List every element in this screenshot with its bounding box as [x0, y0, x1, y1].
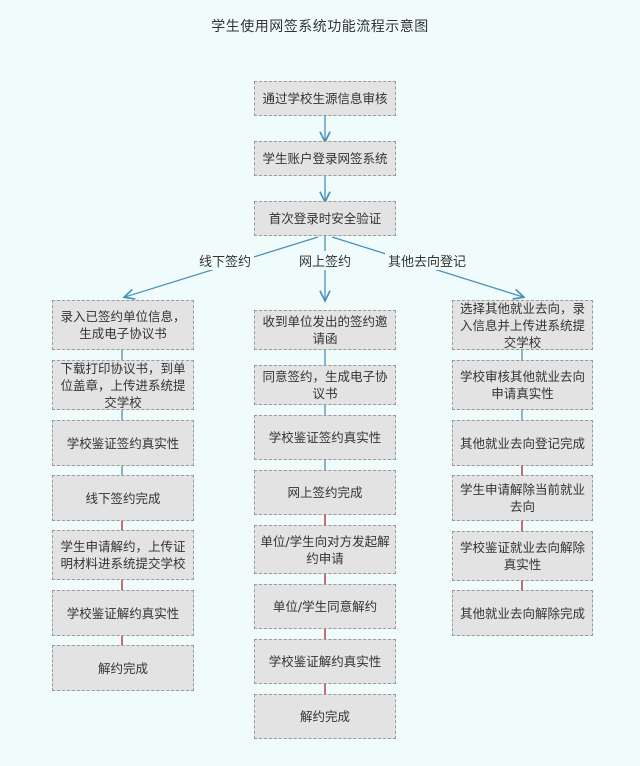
node-label: 学校鉴证解约真实性 — [66, 605, 180, 621]
node-label: 学生申请解约，上传证明材料进系统提交学校 — [60, 539, 186, 571]
node-label: 下载打印协议书，到单位盖章，上传进系统提交学校 — [60, 360, 186, 410]
node-left-1[interactable]: 录入已签约单位信息，生成电子协议书 — [52, 300, 194, 350]
node-label: 单位/学生向对方发起解约申请 — [260, 533, 390, 566]
node-label: 选择其他就业去向，录入信息并上传进系统提交学校 — [459, 300, 585, 350]
branch-label-other: 其他去向登记 — [385, 251, 470, 270]
node-label: 解约完成 — [299, 709, 350, 724]
node-trunk-1[interactable]: 通过学校生源信息审核 — [254, 81, 396, 116]
node-right-1[interactable]: 选择其他就业去向，录入信息并上传进系统提交学校 — [452, 300, 593, 350]
node-label: 解约完成 — [97, 660, 148, 676]
node-label: 单位/学生同意解约 — [272, 599, 378, 614]
node-right-4[interactable]: 学生申请解除当前就业去向 — [452, 475, 593, 521]
node-trunk-3[interactable]: 首次登录时安全验证 — [254, 201, 396, 236]
node-label: 网上签约完成 — [287, 485, 363, 500]
node-label: 录入已签约单位信息，生成电子协议书 — [60, 309, 186, 341]
node-label: 同意签约，生成电子协议书 — [262, 369, 388, 401]
node-label: 收到单位发出的签约邀请函 — [262, 314, 388, 346]
node-right-5[interactable]: 学校鉴证就业去向解除真实性 — [452, 531, 593, 581]
page-title: 学生使用网签系统功能流程示意图 — [211, 19, 429, 35]
node-left-3[interactable]: 学校鉴证签约真实性 — [52, 420, 194, 466]
node-mid-7[interactable]: 学校鉴证解约真实性 — [254, 639, 396, 684]
node-right-6[interactable]: 其他就业去向解除完成 — [452, 590, 593, 636]
node-mid-6[interactable]: 单位/学生同意解约 — [254, 584, 396, 629]
node-mid-2[interactable]: 同意签约，生成电子协议书 — [254, 365, 396, 405]
node-right-2[interactable]: 学校审核其他就业去向申请真实性 — [452, 360, 593, 410]
node-left-7[interactable]: 解约完成 — [52, 645, 194, 691]
node-label: 首次登录时安全验证 — [268, 211, 382, 226]
node-mid-3[interactable]: 学校鉴证签约真实性 — [254, 415, 396, 460]
node-label: 学生申请解除当前就业去向 — [459, 482, 585, 514]
node-right-3[interactable]: 其他就业去向登记完成 — [452, 420, 593, 466]
node-label: 其他就业去向登记完成 — [459, 435, 585, 451]
node-label: 学校鉴证就业去向解除真实性 — [459, 540, 585, 572]
node-trunk-2[interactable]: 学生账户登录网签系统 — [254, 141, 396, 176]
node-label: 学校鉴证解约真实性 — [268, 654, 382, 669]
node-mid-1[interactable]: 收到单位发出的签约邀请函 — [254, 310, 396, 350]
node-label: 学校鉴证签约真实性 — [268, 430, 382, 445]
node-left-4[interactable]: 线下签约完成 — [52, 475, 194, 521]
node-label: 学生账户登录网签系统 — [262, 151, 388, 166]
node-mid-5[interactable]: 单位/学生向对方发起解约申请 — [254, 525, 396, 574]
node-label: 其他就业去向解除完成 — [459, 605, 585, 621]
branch-label-offline: 线下签约 — [196, 251, 255, 270]
node-label: 通过学校生源信息审核 — [262, 91, 388, 106]
node-mid-8[interactable]: 解约完成 — [254, 694, 396, 739]
node-label: 学校鉴证签约真实性 — [66, 435, 180, 451]
node-left-2[interactable]: 下载打印协议书，到单位盖章，上传进系统提交学校 — [52, 360, 194, 410]
node-left-5[interactable]: 学生申请解约，上传证明材料进系统提交学校 — [52, 530, 194, 580]
node-mid-4[interactable]: 网上签约完成 — [254, 470, 396, 515]
node-label: 线下签约完成 — [85, 490, 161, 506]
node-left-6[interactable]: 学校鉴证解约真实性 — [52, 590, 194, 636]
node-label: 学校审核其他就业去向申请真实性 — [459, 369, 585, 401]
branch-label-online: 网上签约 — [296, 251, 355, 270]
